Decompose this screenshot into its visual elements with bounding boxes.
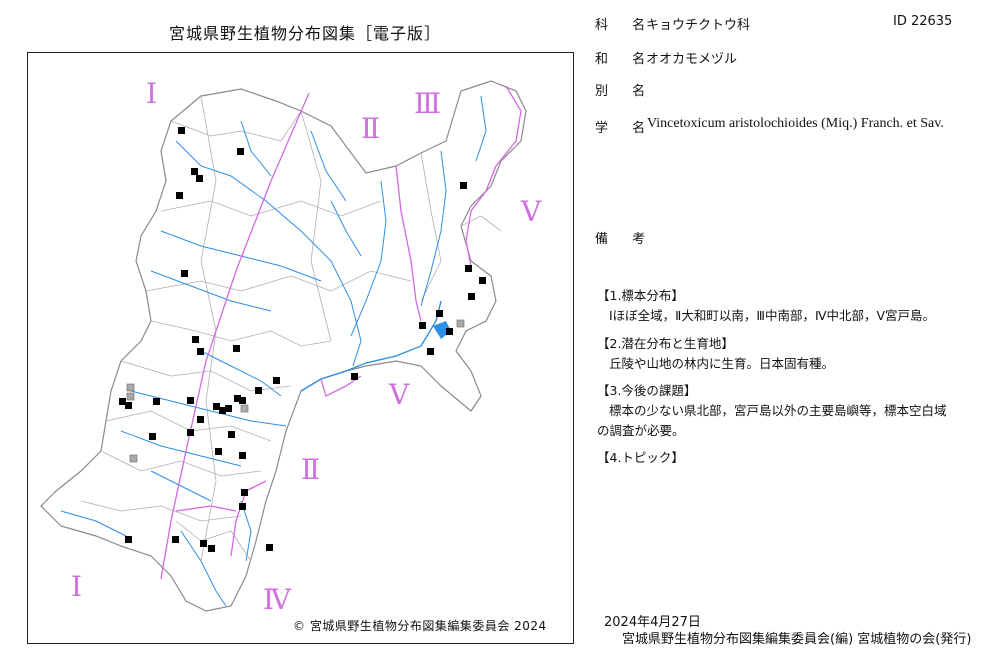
note-3-title: 【3.今後の課題】 bbox=[597, 383, 697, 398]
specimen-point bbox=[153, 398, 160, 405]
region-label-5-south: Ⅴ bbox=[388, 380, 410, 411]
specimen-point bbox=[233, 345, 240, 352]
family-label: 科 名 bbox=[595, 18, 656, 33]
specimen-point bbox=[436, 310, 443, 317]
specimen-point bbox=[176, 192, 183, 199]
specimen-point bbox=[237, 148, 244, 155]
copyright-notice: © 宮城県野生植物分布図集編集委員会 2024 bbox=[293, 619, 547, 633]
specimen-point bbox=[219, 407, 226, 414]
specimen-point bbox=[225, 405, 232, 412]
region-label-3: Ⅲ bbox=[414, 89, 441, 120]
specimen-point bbox=[200, 540, 207, 547]
specimen-point bbox=[266, 544, 273, 551]
specimen-point bbox=[446, 328, 453, 335]
specimen-point bbox=[479, 277, 486, 284]
specimen-point-grey bbox=[456, 319, 465, 328]
coastline-sendai-bay bbox=[300, 300, 442, 392]
specimen-id: ID 22635 bbox=[893, 14, 953, 29]
note-section-1: 【1.標本分布】 Ⅰほぼ全域，Ⅱ大和町以南，Ⅲ中南部，Ⅳ中北部，Ⅴ宮戸島。 bbox=[597, 286, 987, 326]
region-label-group: Ⅰ Ⅱ Ⅲ Ⅴ Ⅴ Ⅱ Ⅰ Ⅳ bbox=[71, 79, 542, 616]
region-label-2-south: Ⅱ bbox=[301, 455, 320, 486]
remarks-label: 備 考 bbox=[595, 232, 656, 247]
scientific-name-value: Vincetoxicum aristolochioides (Miq.) Fra… bbox=[647, 116, 944, 131]
prefecture-outline bbox=[40, 80, 527, 612]
specimen-markers-grey bbox=[126, 319, 465, 463]
note-1-body: Ⅰほぼ全域，Ⅱ大和町以南，Ⅲ中南部，Ⅳ中北部，Ⅴ宮戸島。 bbox=[609, 308, 936, 323]
note-section-3: 【3.今後の課題】 標本の少ない県北部，宮戸島以外の主要島嶼等，標本空白域の調査… bbox=[597, 381, 987, 441]
alias-label: 別 名 bbox=[595, 84, 656, 99]
specimen-point bbox=[215, 448, 222, 455]
note-section-4: 【4.トピック】 bbox=[597, 448, 987, 468]
specimen-point bbox=[228, 431, 235, 438]
specimen-point bbox=[213, 403, 220, 410]
note-3-body: 標本の少ない県北部，宮戸島以外の主要島嶼等，標本空白域の調査が必要。 bbox=[597, 403, 947, 438]
specimen-point bbox=[181, 270, 188, 277]
japanese-name-label: 和 名 bbox=[595, 52, 656, 67]
region-label-1-north: Ⅰ bbox=[146, 79, 157, 110]
specimen-point bbox=[239, 452, 246, 459]
region-label-2-north: Ⅱ bbox=[361, 114, 380, 145]
specimen-point-grey bbox=[129, 454, 138, 463]
japanese-name-value: オオカモメヅル bbox=[646, 52, 738, 67]
specimen-point bbox=[427, 348, 434, 355]
region-label-5-east: Ⅴ bbox=[520, 197, 542, 228]
note-2-title: 【2.潜在分布と生育地】 bbox=[597, 336, 734, 351]
publication-date: 2024年4月27日 bbox=[604, 615, 701, 630]
region-lines bbox=[160, 85, 522, 580]
specimen-point bbox=[273, 377, 280, 384]
note-2-body: 丘陵や山地の林内に生育。日本固有種。 bbox=[609, 356, 835, 371]
river-network bbox=[60, 95, 487, 607]
family-value: キョウチクトウ科 bbox=[646, 18, 751, 33]
specimen-point bbox=[234, 395, 241, 402]
specimen-point bbox=[239, 503, 246, 510]
specimen-point bbox=[468, 293, 475, 300]
scientific-name-label: 学 名 bbox=[595, 121, 656, 136]
specimen-point-grey bbox=[126, 392, 135, 401]
specimen-point bbox=[125, 536, 132, 543]
note-4-title: 【4.トピック】 bbox=[597, 450, 684, 465]
specimen-point bbox=[241, 489, 248, 496]
specimen-point bbox=[197, 416, 204, 423]
specimen-point-grey bbox=[126, 383, 135, 392]
specimen-point-grey bbox=[240, 404, 249, 413]
specimen-point bbox=[460, 182, 467, 189]
specimen-point bbox=[178, 127, 185, 134]
specimen-point bbox=[255, 387, 262, 394]
note-1-title: 【1.標本分布】 bbox=[597, 288, 684, 303]
specimen-point bbox=[192, 336, 199, 343]
note-section-2: 【2.潜在分布と生育地】 丘陵や山地の林内に生育。日本固有種。 bbox=[597, 334, 987, 374]
specimen-point bbox=[196, 175, 203, 182]
distribution-map: Ⅰ Ⅱ Ⅲ Ⅴ Ⅴ Ⅱ Ⅰ Ⅳ © 宮城県野生植物分布図集編集委員会 2024 bbox=[27, 52, 574, 644]
specimen-point bbox=[465, 265, 472, 272]
specimen-point bbox=[149, 433, 156, 440]
map-title: 宮城県野生植物分布図集［電子版］ bbox=[168, 24, 441, 43]
specimen-point bbox=[351, 373, 358, 380]
specimen-point bbox=[239, 397, 246, 404]
region-label-1-south: Ⅰ bbox=[71, 572, 82, 603]
specimen-point bbox=[197, 348, 204, 355]
map-svg: Ⅰ Ⅱ Ⅲ Ⅴ Ⅴ Ⅱ Ⅰ Ⅳ bbox=[40, 79, 542, 616]
specimen-point bbox=[125, 402, 132, 409]
specimen-point bbox=[172, 536, 179, 543]
region-label-4: Ⅳ bbox=[263, 585, 292, 616]
specimen-point bbox=[119, 398, 126, 405]
specimen-point bbox=[419, 322, 426, 329]
specimen-point bbox=[187, 429, 194, 436]
specimen-point bbox=[208, 545, 215, 552]
publisher-credit: 宮城県野生植物分布図集編集委員会(編) 宮城植物の会(発行) bbox=[622, 632, 972, 647]
specimen-markers bbox=[119, 127, 486, 552]
specimen-point bbox=[187, 397, 194, 404]
specimen-point bbox=[191, 168, 198, 175]
